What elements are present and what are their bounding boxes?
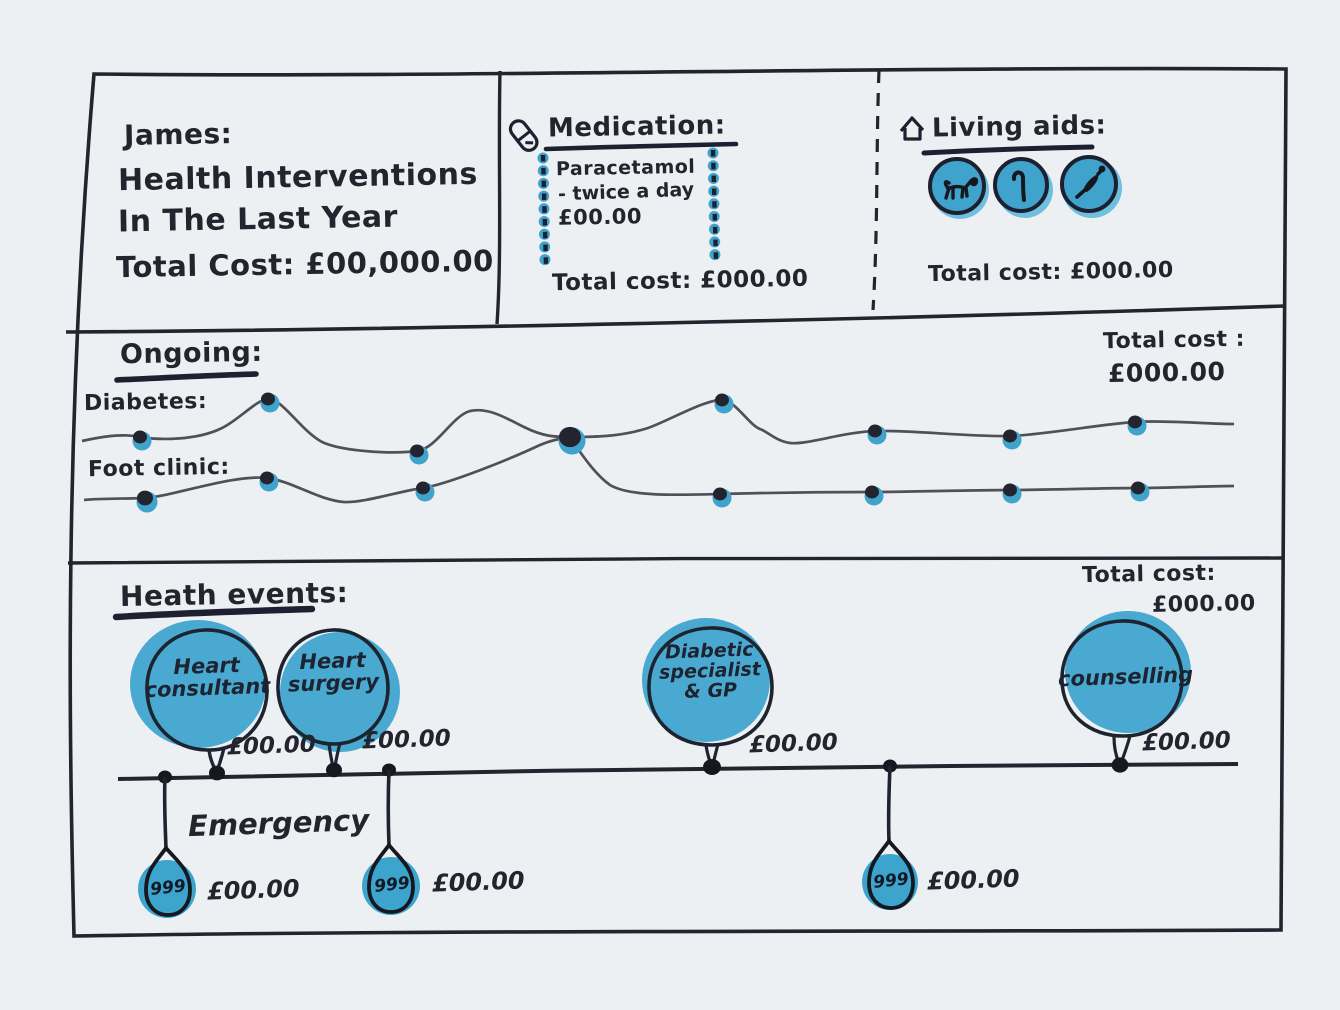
ongoing-heading: Ongoing: [119,336,263,371]
balloon-heart-surgery [276,628,400,778]
medication-total-cost: Total cost: £000.00 [551,265,809,297]
ongoing-data-points [132,392,1150,513]
ongoing-underline [114,371,259,383]
walking-cane-icon [1011,170,1026,202]
balloon-heart-consultant [130,620,269,781]
balloon-outline [1060,619,1184,738]
anchor-dot [209,765,225,781]
grabber-tool-icon [1075,165,1106,199]
emergency-drop-1 [138,770,196,918]
foot-clinic-data-points [136,471,1150,513]
event-label-diabetic-specialist: Diabetic specialist & GP [658,638,762,703]
teardrop-outline [867,837,915,910]
balloon-counselling [1060,611,1191,773]
balloon-outline [276,628,390,746]
emergency-drop-2 [362,763,420,915]
emergency-999-label-1: 999 [149,876,187,900]
event-cost-diabetic-specialist: £00.00 [748,729,839,759]
events-total-cost-label: Total cost: [1081,560,1217,589]
living-aids-underline [921,144,1095,156]
emergency-999-label-2: 999 [373,873,411,897]
diabetes-line [81,397,1235,454]
events-total-cost-value: £000.00 [1151,591,1256,618]
foot-clinic-line [83,436,1235,504]
medication-blister-strip-right [707,147,721,264]
house-icon [899,116,925,141]
foot-clinic-label: Foot clinic: [87,454,230,483]
living-aids-heading: Living aids: [931,110,1107,144]
emergency-cost-3: £00.00 [926,864,1021,896]
heath-events-heading: Heath events: [119,576,349,613]
teardrop-outline [144,844,192,917]
panel-divider-solid [495,70,502,325]
event-label-heart-surgery: Heart surgery [287,647,380,697]
event-cost-counselling: £00.00 [1141,727,1232,757]
event-cost-heart-consultant: £00.00 [226,731,317,761]
medication-item-name: Paracetamol [555,155,696,181]
medication-underline [543,141,739,152]
events-timeline [117,762,1239,781]
balloon-outline [647,626,774,747]
ongoing-total-cost-value: £000.00 [1107,356,1226,389]
balloon-outline [145,628,269,752]
emergency-cost-1: £00.00 [206,874,301,906]
medication-heading: Medication: [547,110,726,144]
anchor-dot [326,762,342,778]
top-row-separator [65,304,1285,334]
panel-divider-dashed [871,69,881,311]
diabetes-data-points [132,392,1147,465]
diabetes-label: Diabetes: [83,388,208,417]
assistance-dog-icon [943,177,979,200]
living-aid-circles [928,155,1122,219]
balloon-diabetic-specialist [642,618,774,775]
medication-blister-strip-left [537,152,551,268]
ongoing-separator [67,555,1284,565]
anchor-dot [1111,757,1129,773]
teardrop-outline [367,841,415,914]
event-label-counselling: counselling [1057,662,1194,692]
heath-events-underline [112,605,316,621]
pill-icon [508,119,539,152]
emergency-drop-3 [862,759,918,910]
emergency-cost-2: £00.00 [431,866,526,898]
emergency-label: Emergency [187,802,370,844]
patient-title-line1: Health Interventions [117,156,479,199]
outer-frame [68,66,1288,938]
medication-item-cost: £00.00 [557,204,643,230]
emergency-999-label-3: 999 [872,869,910,893]
event-label-heart-consultant: Heart consultant [144,652,271,703]
anchor-dot [703,759,721,775]
event-cost-heart-surgery: £00.00 [361,725,452,755]
patient-title-line2: In The Last Year [117,199,399,240]
patient-name: James: [123,117,233,152]
living-aids-total-cost: Total cost: £000.00 [927,257,1174,288]
patient-total-cost: Total Cost: £00,000.00 [115,243,495,285]
living-aid-circle-2 [993,157,1049,213]
ongoing-total-cost-label: Total cost : [1102,326,1246,355]
